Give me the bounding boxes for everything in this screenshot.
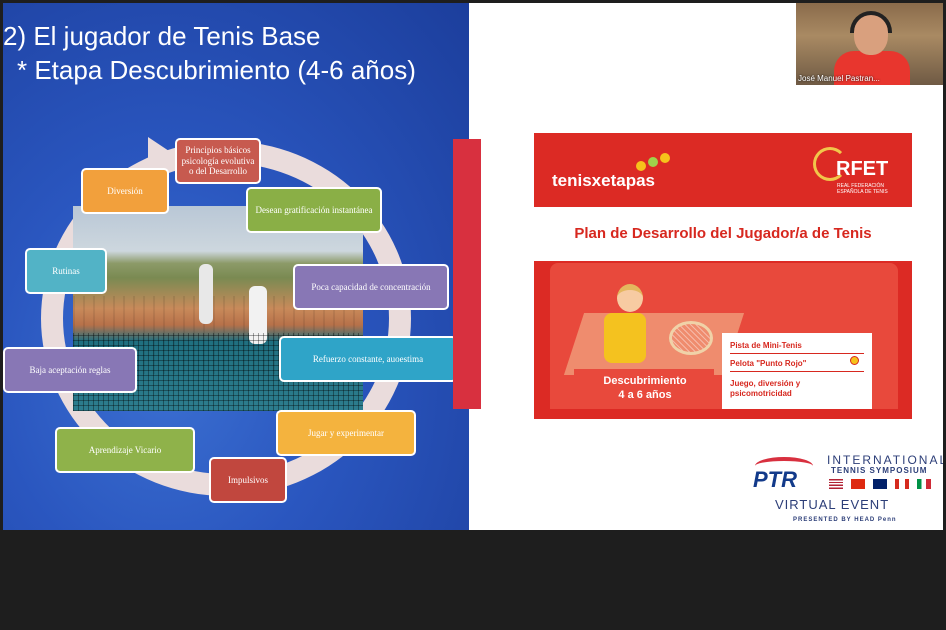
tenisxetapas-logo: tenisxetapas bbox=[552, 171, 655, 190]
rfet-logo-icon bbox=[813, 147, 847, 181]
international-label: INTERNATIONAL bbox=[827, 453, 943, 467]
decorative-red-bar bbox=[453, 139, 481, 409]
child-head bbox=[617, 284, 643, 312]
info-ball: Pelota "Punto Rojo" bbox=[730, 359, 807, 368]
symposium-logo-block: PTR INTERNATIONAL TENNIS SYMPOSIUM VIRTU… bbox=[753, 451, 943, 529]
cycle-item-jugar: Jugar y experimentar bbox=[276, 410, 416, 456]
info-divider bbox=[730, 371, 864, 372]
stage-info-box: Pista de Mini-Tenis Pelota "Punto Rojo" … bbox=[722, 333, 872, 409]
racket-icon bbox=[669, 321, 713, 355]
participant-video-tile[interactable]: José Manuel Pastran... bbox=[796, 3, 943, 85]
rfet-full-name: REAL FEDERACIÓN ESPAÑOLA DE TENIS bbox=[837, 183, 888, 195]
headphones-icon bbox=[850, 11, 892, 33]
cycle-item-gratificacion: Desean gratificación instantánea bbox=[246, 187, 382, 233]
cycle-item-impulsivos: Impulsivos bbox=[209, 457, 287, 503]
rfet-logo-text: RFET bbox=[836, 158, 889, 180]
slide-subtitle: * Etapa Descubrimiento (4-6 años) bbox=[17, 55, 416, 85]
stage-label-band bbox=[574, 369, 714, 407]
ptr-logo: PTR bbox=[753, 467, 797, 492]
stage-name: Descubrimiento bbox=[603, 375, 687, 387]
china-flag-icon bbox=[851, 479, 865, 489]
cycle-item-aprendizaje: Aprendizaje Vicario bbox=[55, 427, 195, 473]
virtual-event-label: VIRTUAL EVENT bbox=[775, 497, 890, 512]
brand-dot-icon bbox=[636, 161, 646, 171]
brand-dot-icon bbox=[660, 153, 670, 163]
participant-name: José Manuel Pastran... bbox=[798, 74, 880, 83]
info-activities: Juego, diversión y psicomotricidad bbox=[730, 379, 801, 398]
plan-title: Plan de Desarrollo del Jugador/a de Teni… bbox=[574, 225, 872, 242]
info-divider bbox=[730, 353, 864, 354]
us-flag-icon bbox=[829, 479, 843, 489]
symposium-label: TENNIS SYMPOSIUM bbox=[831, 466, 928, 475]
stage-highlight bbox=[563, 313, 745, 375]
participant-shirt bbox=[834, 51, 910, 85]
info-court: Pista de Mini-Tenis bbox=[730, 341, 802, 350]
red-ball-icon bbox=[850, 356, 859, 365]
rfet-plan-card: tenisxetapas RFET REAL FEDERACIÓN ESPAÑO… bbox=[534, 133, 912, 419]
slide-title: 2) El jugador de Tenis Base bbox=[3, 21, 321, 51]
child-player-illustration bbox=[604, 313, 646, 363]
uk-flag-icon bbox=[873, 479, 887, 489]
stage-ages: 4 a 6 años bbox=[618, 389, 672, 401]
italy-flag-icon bbox=[917, 479, 931, 489]
canada-flag-icon bbox=[895, 479, 909, 489]
cycle-item-rutinas: Rutinas bbox=[25, 248, 107, 294]
plan-title-band bbox=[534, 207, 912, 261]
cycle-item-refuerzo: Refuerzo constante, auoestima bbox=[279, 336, 457, 382]
presentation-slide: 2) El jugador de Tenis Base * Etapa Desc… bbox=[3, 3, 943, 530]
cycle-item-principios: Principios básicos psicología evolutiva … bbox=[175, 138, 261, 184]
ptr-arc-icon bbox=[755, 457, 813, 475]
presented-by-label: PRESENTED BY HEAD Penn bbox=[793, 517, 897, 523]
cycle-item-concentracion: Poca capacidad de concentración bbox=[293, 264, 449, 310]
cycle-arrow-icon bbox=[148, 137, 172, 169]
cycle-item-reglas: Baja aceptación reglas bbox=[3, 347, 137, 393]
slide-left-panel: 2) El jugador de Tenis Base * Etapa Desc… bbox=[3, 3, 469, 530]
cycle-item-diversion: Diversión bbox=[81, 168, 169, 214]
brand-dot-icon bbox=[648, 157, 658, 167]
